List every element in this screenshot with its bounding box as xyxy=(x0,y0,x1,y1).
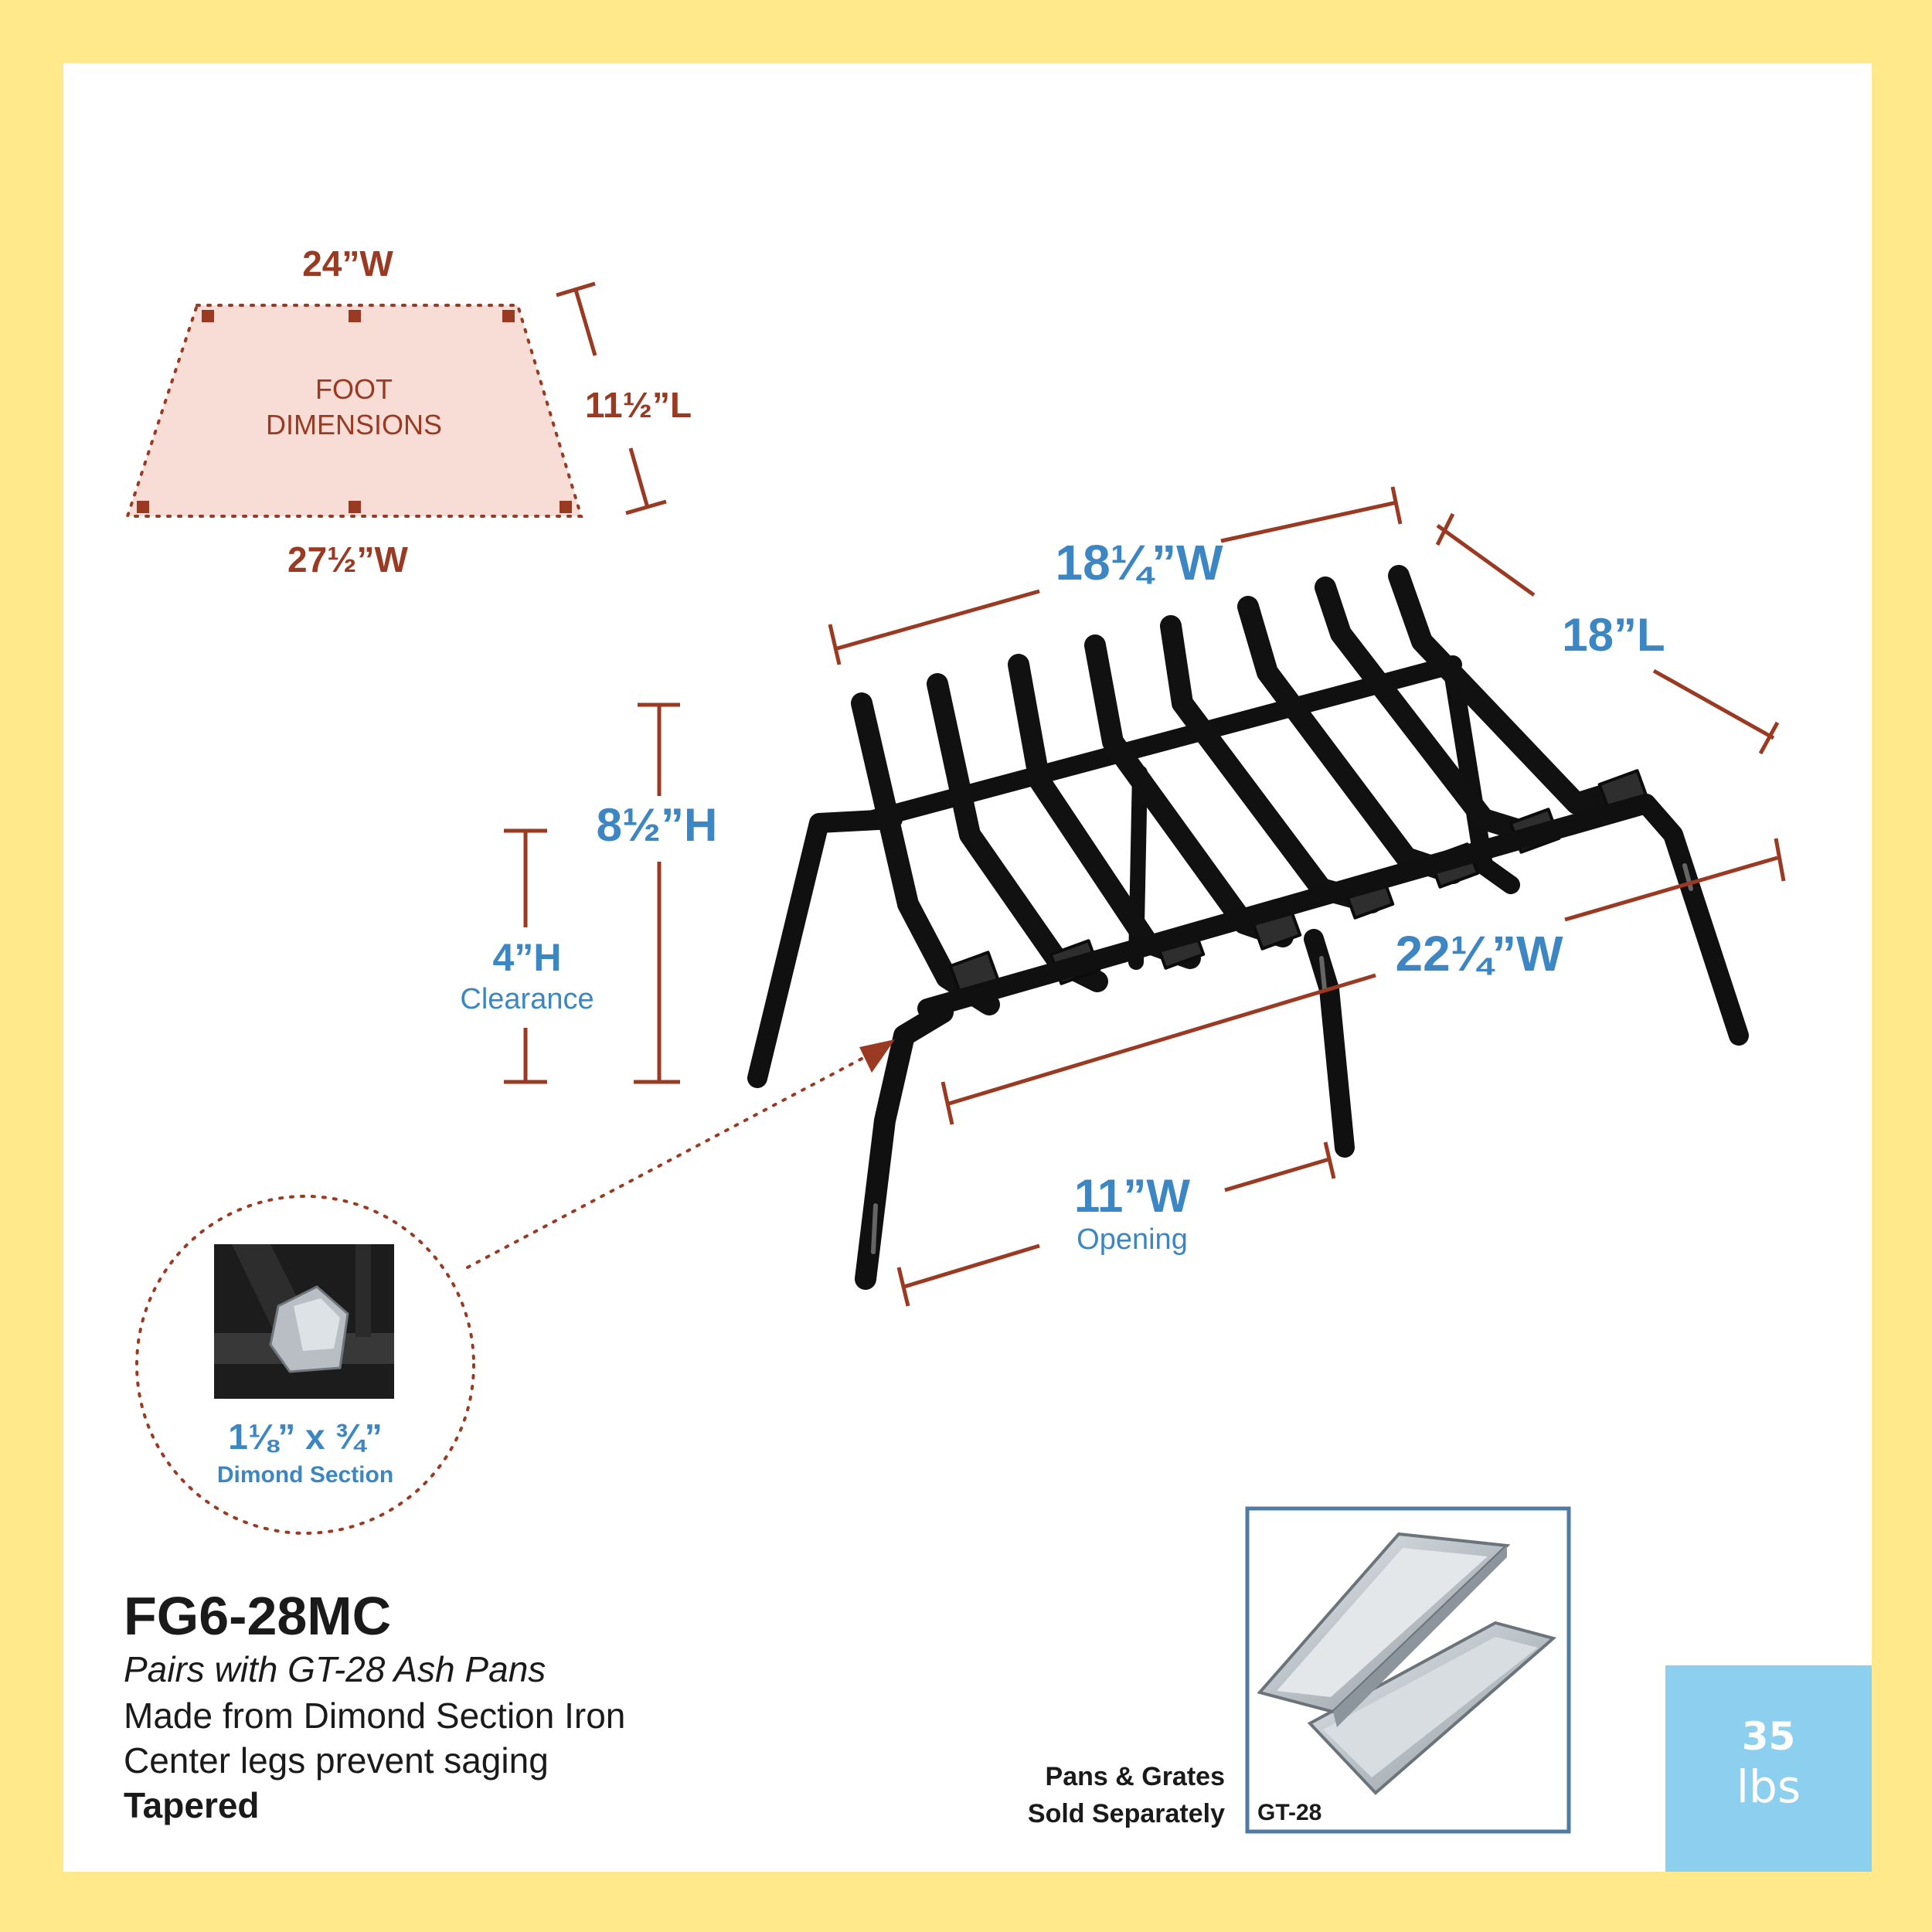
grate-back-leg-right xyxy=(1444,663,1520,894)
grate-front-leg-right xyxy=(1636,794,1749,1046)
foot-marker xyxy=(137,501,149,513)
section-label: Dimond Section xyxy=(217,1462,393,1488)
product-pairs: Pairs with GT-28 Ash Pans xyxy=(124,1649,546,1689)
section-callout: 1⅛” x ¾” Dimond Section xyxy=(135,1039,895,1535)
section-size: 1⅛” x ¾” xyxy=(228,1417,382,1457)
grate-front-width: 22¼”W xyxy=(1396,926,1564,981)
pans-tag: GT-28 xyxy=(1257,1800,1321,1825)
grate-dimension-lines xyxy=(504,486,1786,1307)
grate-front-leg-center xyxy=(1304,929,1355,1158)
grate-front-rail xyxy=(917,794,1656,1019)
pointer-arrowhead xyxy=(859,1039,895,1073)
foot-marker xyxy=(349,310,361,322)
grate-back-leg-left xyxy=(747,809,903,1088)
foot-dimensions-diagram: FOOT DIMENSIONS 24”W 27½”W 11½”L xyxy=(125,243,692,580)
grate-opening: 11”W xyxy=(1074,1170,1190,1222)
foot-label-line2: DIMENSIONS xyxy=(266,409,442,440)
foot-trapezoid xyxy=(125,304,583,518)
section-callout-pointer xyxy=(466,1057,863,1269)
grate-clearance: 4”H xyxy=(493,936,562,979)
grate-clearance-label: Clearance xyxy=(460,983,594,1015)
pans-note-line2: Sold Separately xyxy=(1028,1799,1225,1828)
grate-opening-label: Opening xyxy=(1077,1223,1188,1256)
grate-top-width: 18¼”W xyxy=(1056,535,1224,590)
section-photo xyxy=(214,1244,394,1399)
grate-front-leg-left xyxy=(855,1002,954,1290)
weight-badge: 35 lbs xyxy=(1665,1665,1872,1872)
weight-value: 35 xyxy=(1741,1714,1796,1759)
foot-marker xyxy=(560,501,572,513)
product-feature: Center legs prevent saging xyxy=(124,1740,549,1781)
weight-unit: lbs xyxy=(1736,1760,1801,1813)
grate-height: 8½”H xyxy=(597,799,718,851)
ash-pans-box: Pans & Grates Sold Separately GT-28 xyxy=(1028,1506,1571,1834)
product-model: FG6-28MC xyxy=(124,1586,391,1646)
section-callout-circle xyxy=(135,1195,475,1535)
fireplace-grate-image xyxy=(747,565,1749,1290)
foot-label-line1: FOOT xyxy=(315,373,393,405)
product-feature: Made from Dimond Section Iron xyxy=(124,1696,625,1736)
pans-note-line1: Pans & Grates xyxy=(1046,1762,1225,1791)
ash-pans-image xyxy=(1257,1532,1557,1795)
grate-bar xyxy=(1315,577,1545,845)
foot-marker xyxy=(502,310,515,322)
foot-length: 11½”L xyxy=(585,385,692,425)
foot-top-width: 24”W xyxy=(302,243,393,284)
grate-depth: 18”L xyxy=(1562,609,1665,661)
foot-marker xyxy=(349,501,361,513)
product-description: FG6-28MC Pairs with GT-28 Ash Pans Made … xyxy=(124,1586,625,1825)
foot-marker xyxy=(202,310,214,322)
foot-length-dimension-line xyxy=(556,281,667,515)
foot-bottom-width: 27½”W xyxy=(287,539,409,580)
product-feature: Tapered xyxy=(124,1785,260,1825)
